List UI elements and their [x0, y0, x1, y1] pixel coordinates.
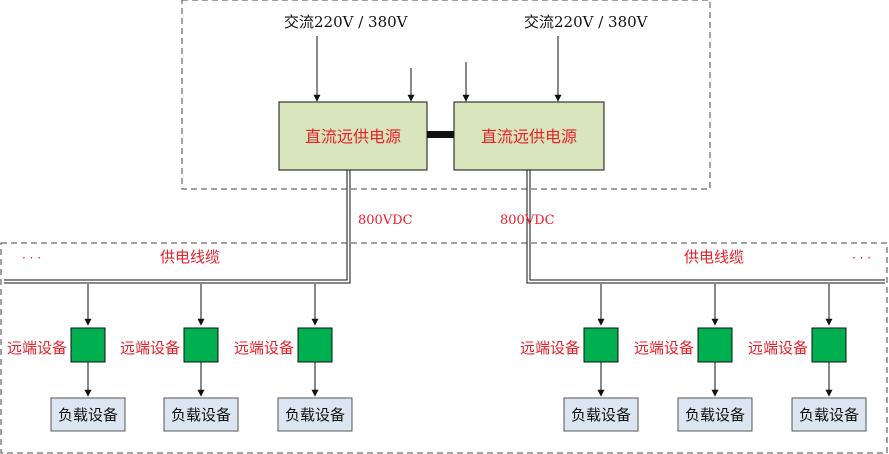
remote-device-1 — [70, 327, 106, 363]
dc-label-right: 800VDC — [500, 213, 555, 228]
psu-box-left — [278, 101, 428, 171]
remote-device-6 — [811, 327, 847, 363]
psu-label-right: 直流远供电源 — [481, 127, 577, 146]
dc-line-left — [4, 170, 351, 284]
dc-line-right — [526, 170, 885, 284]
load-label-6: 负载设备 — [799, 406, 859, 424]
load-device-5 — [677, 397, 753, 432]
dc-line-right-2 — [529, 170, 885, 281]
load-label-4: 负载设备 — [571, 406, 631, 424]
cable-label-left: 供电线缆 — [160, 248, 220, 266]
load-label-1: 负载设备 — [58, 406, 118, 424]
load-device-6 — [791, 397, 867, 432]
load-device-3 — [277, 397, 353, 432]
dc-label-left: 800VDC — [358, 213, 413, 228]
remote-label-4: 远端设备 — [520, 339, 580, 357]
field-region-border — [0, 242, 888, 454]
load-device-2 — [163, 397, 239, 432]
remote-device-3 — [297, 327, 333, 363]
cable-label-right: 供电线缆 — [684, 248, 744, 266]
ac-input-label-right: 交流220V / 380V — [524, 13, 649, 31]
load-device-1 — [50, 397, 126, 432]
psu-box-right — [453, 101, 605, 171]
load-label-2: 负载设备 — [171, 406, 231, 424]
remote-label-6: 远端设备 — [748, 339, 808, 357]
ellipsis-left: · · · — [22, 251, 41, 265]
remote-device-4 — [583, 327, 619, 363]
dc-line-left-2 — [4, 170, 348, 281]
ellipsis-right: · · · — [852, 251, 871, 265]
ac-input-label-left: 交流220V / 380V — [284, 13, 409, 31]
load-label-5: 负载设备 — [685, 406, 745, 424]
remote-device-2 — [183, 327, 219, 363]
source-region-border — [181, 0, 711, 190]
load-label-3: 负载设备 — [285, 406, 345, 424]
remote-label-3: 远端设备 — [234, 339, 294, 357]
load-device-4 — [563, 397, 639, 432]
remote-device-5 — [697, 327, 733, 363]
remote-label-5: 远端设备 — [634, 339, 694, 357]
remote-label-2: 远端设备 — [120, 339, 180, 357]
remote-label-1: 远端设备 — [7, 339, 67, 357]
psu-interconnect — [427, 131, 454, 138]
psu-label-left: 直流远供电源 — [305, 127, 401, 146]
